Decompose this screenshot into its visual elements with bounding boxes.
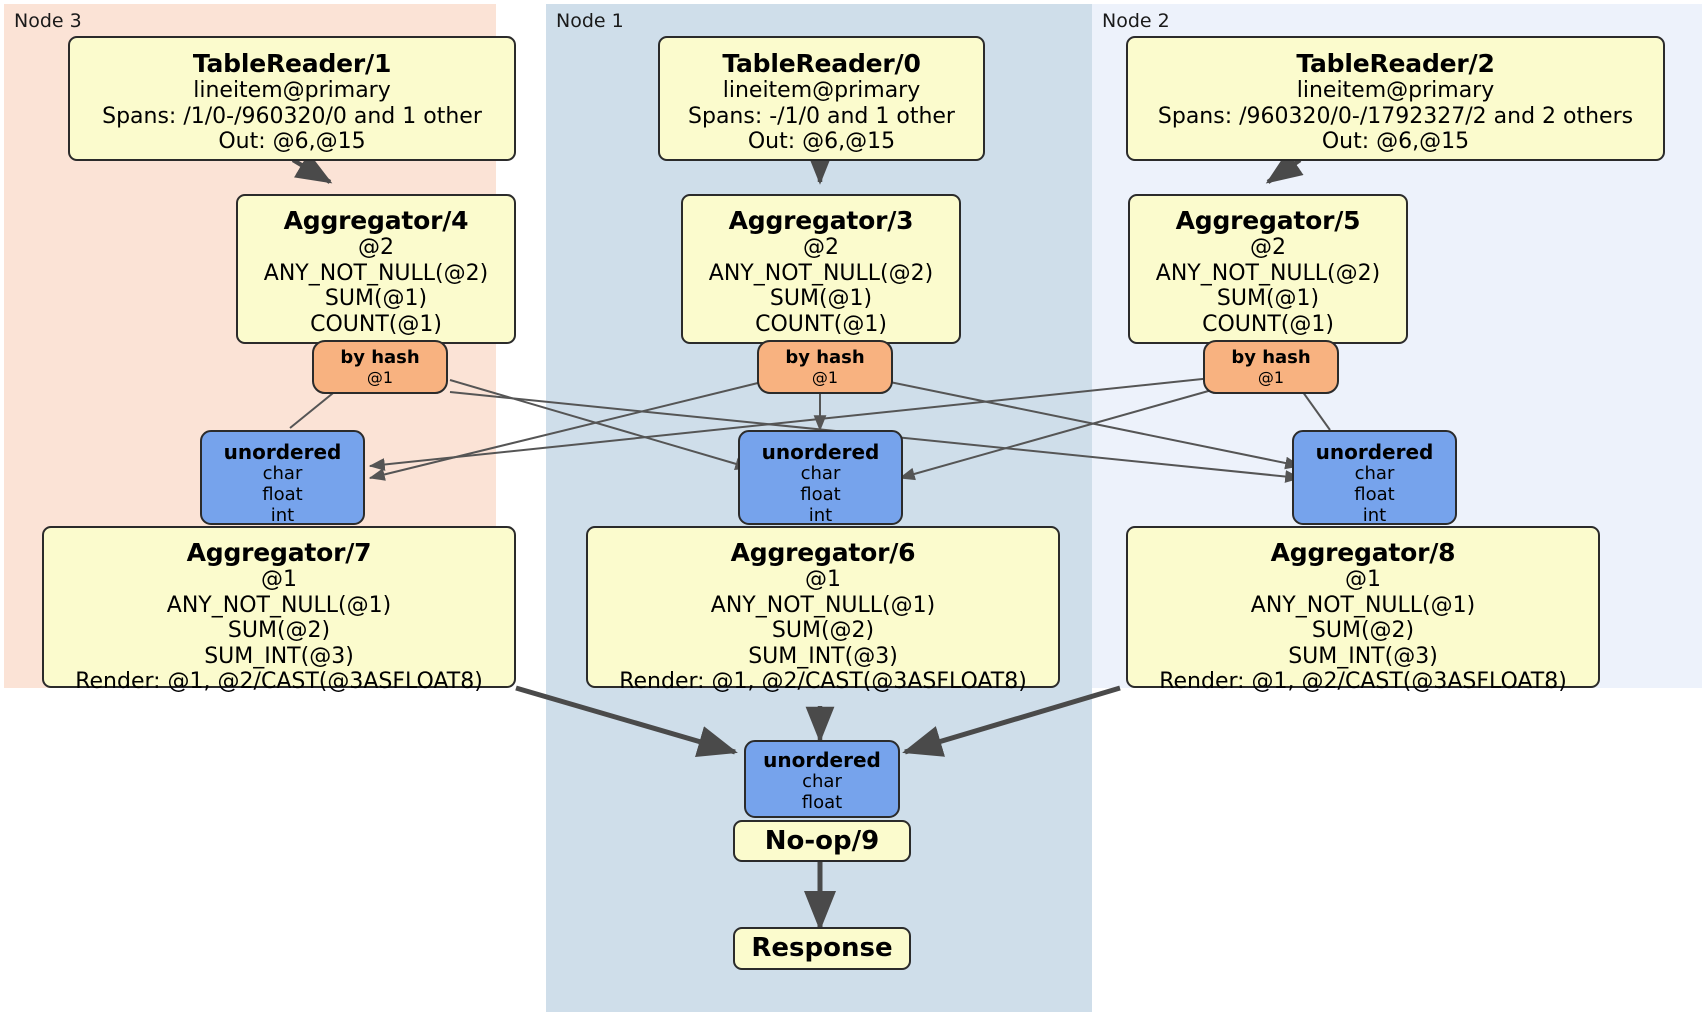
cluster-node-1-label: Node 1 [556,10,624,32]
aggregator-8-line-0: @1 [1345,567,1381,592]
tablereader-2-line-2: Out: @6,@15 [1321,129,1470,155]
aggregator-7-line-0: @1 [261,567,297,592]
tablereader-0-line-1: Spans: -/1/0 and 1 other [688,103,955,129]
router-by-hash-right[interactable]: by hash @1 [1203,340,1339,394]
aggregator-7-title: Aggregator/7 [186,538,372,567]
unordered-center-title: unordered [761,440,880,464]
unordered-final-line-0: char [802,771,842,793]
tablereader-2-title: TableReader/2 [1296,49,1495,78]
unordered-left-line-1: float [262,484,303,506]
node-aggregator-6[interactable]: Aggregator/6 @1 ANY_NOT_NULL(@1) SUM(@2)… [586,526,1060,694]
aggregator-6-line-1: ANY_NOT_NULL(@1) [710,592,936,618]
sync-unordered-left[interactable]: unordered char float int [200,430,365,526]
aggregator-8-title: Aggregator/8 [1270,538,1456,567]
aggregator-4-line-0: @2 [358,235,394,260]
aggregator-5-title: Aggregator/5 [1175,206,1361,235]
aggregator-4-line-1: ANY_NOT_NULL(@2) [263,260,489,286]
node-aggregator-3[interactable]: Aggregator/3 @2 ANY_NOT_NULL(@2) SUM(@1)… [681,194,961,344]
unordered-final-line-1: float [801,792,843,814]
aggregator-8-line-1: ANY_NOT_NULL(@1) [1250,592,1476,618]
unordered-center-line-0: char [800,463,841,485]
aggregator-6-line-4: Render: @1, @2/CAST(@3ASFLOAT8) [619,669,1027,695]
aggregator-6-line-3: SUM_INT(@3) [748,643,898,669]
aggregator-8-line-4: Render: @1, @2/CAST(@3ASFLOAT8) [1159,669,1567,695]
aggregator-8-line-2: SUM(@2) [1311,618,1415,644]
unordered-right-line-2: int [1362,504,1387,526]
unordered-right-title: unordered [1315,440,1434,464]
response-title: Response [751,933,893,964]
tablereader-2-line-1: Spans: /960320/0-/1792327/2 and 2 others [1157,103,1634,129]
node-aggregator-5[interactable]: Aggregator/5 @2 ANY_NOT_NULL(@2) SUM(@1)… [1128,194,1408,344]
unordered-left-title: unordered [223,440,342,464]
aggregator-6-title: Aggregator/6 [730,538,916,567]
sync-unordered-right[interactable]: unordered char float int [1292,430,1457,526]
aggregator-4-title: Aggregator/4 [283,206,469,235]
tablereader-0-line-2: Out: @6,@15 [747,129,896,155]
node-noop-9[interactable]: No-op/9 [733,820,911,862]
aggregator-7-line-3: SUM_INT(@3) [204,643,354,669]
aggregator-6-line-0: @1 [805,567,841,592]
router-by-hash-left[interactable]: by hash @1 [312,340,448,394]
node-response[interactable]: Response [733,927,911,970]
cluster-node-2-label: Node 2 [1102,10,1170,32]
aggregator-3-line-2: SUM(@1) [769,286,873,312]
aggregator-5-line-1: ANY_NOT_NULL(@2) [1155,260,1381,286]
unordered-center-line-2: int [808,504,833,526]
by-hash-left-title: by hash [340,347,420,368]
by-hash-right-line-0: @1 [1257,367,1285,387]
node-tablereader-0[interactable]: TableReader/0 lineitem@primary Spans: -/… [658,36,985,161]
unordered-left-line-2: int [270,504,295,526]
aggregator-5-line-0: @2 [1250,235,1286,260]
aggregator-3-line-0: @2 [803,235,839,260]
aggregator-7-line-2: SUM(@2) [227,618,331,644]
aggregator-5-line-3: COUNT(@1) [1202,311,1334,337]
noop-9-title: No-op/9 [764,825,880,856]
aggregator-3-title: Aggregator/3 [728,206,914,235]
by-hash-right-title: by hash [1231,347,1311,368]
aggregator-5-line-2: SUM(@1) [1216,286,1320,312]
tablereader-0-line-0: lineitem@primary [722,78,921,103]
node-tablereader-2[interactable]: TableReader/2 lineitem@primary Spans: /9… [1126,36,1665,161]
by-hash-left-line-0: @1 [366,367,394,387]
aggregator-7-line-1: ANY_NOT_NULL(@1) [166,592,392,618]
unordered-center-line-1: float [800,484,841,506]
unordered-right-line-0: char [1354,463,1395,485]
aggregator-4-line-2: SUM(@1) [324,286,428,312]
tablereader-0-title: TableReader/0 [722,49,921,78]
aggregator-7-line-4: Render: @1, @2/CAST(@3ASFLOAT8) [75,669,483,695]
by-hash-center-line-0: @1 [811,367,839,387]
tablereader-1-title: TableReader/1 [192,49,392,78]
tablereader-1-line-2: Out: @6,@15 [218,129,366,155]
tablereader-2-line-0: lineitem@primary [1296,78,1495,103]
tablereader-1-line-0: lineitem@primary [193,78,391,103]
node-tablereader-1[interactable]: TableReader/1 lineitem@primary Spans: /1… [68,36,516,161]
aggregator-3-line-3: COUNT(@1) [755,311,887,337]
sync-unordered-center[interactable]: unordered char float int [738,430,903,526]
aggregator-6-line-2: SUM(@2) [771,618,875,644]
tablereader-1-line-1: Spans: /1/0-/960320/0 and 1 other [102,103,482,129]
unordered-right-line-1: float [1354,484,1395,506]
aggregator-3-line-1: ANY_NOT_NULL(@2) [708,260,934,286]
sync-unordered-final[interactable]: unordered char float [744,740,900,818]
node-aggregator-4[interactable]: Aggregator/4 @2 ANY_NOT_NULL(@2) SUM(@1)… [236,194,516,344]
router-by-hash-center[interactable]: by hash @1 [757,340,893,394]
aggregator-4-line-3: COUNT(@1) [310,311,442,337]
aggregator-8-line-3: SUM_INT(@3) [1288,643,1438,669]
by-hash-center-title: by hash [785,347,865,368]
node-aggregator-7[interactable]: Aggregator/7 @1 ANY_NOT_NULL(@1) SUM(@2)… [42,526,516,694]
cluster-node-3-label: Node 3 [14,10,82,32]
unordered-final-title: unordered [763,748,881,772]
node-aggregator-8[interactable]: Aggregator/8 @1 ANY_NOT_NULL(@1) SUM(@2)… [1126,526,1600,694]
unordered-left-line-0: char [262,463,303,485]
